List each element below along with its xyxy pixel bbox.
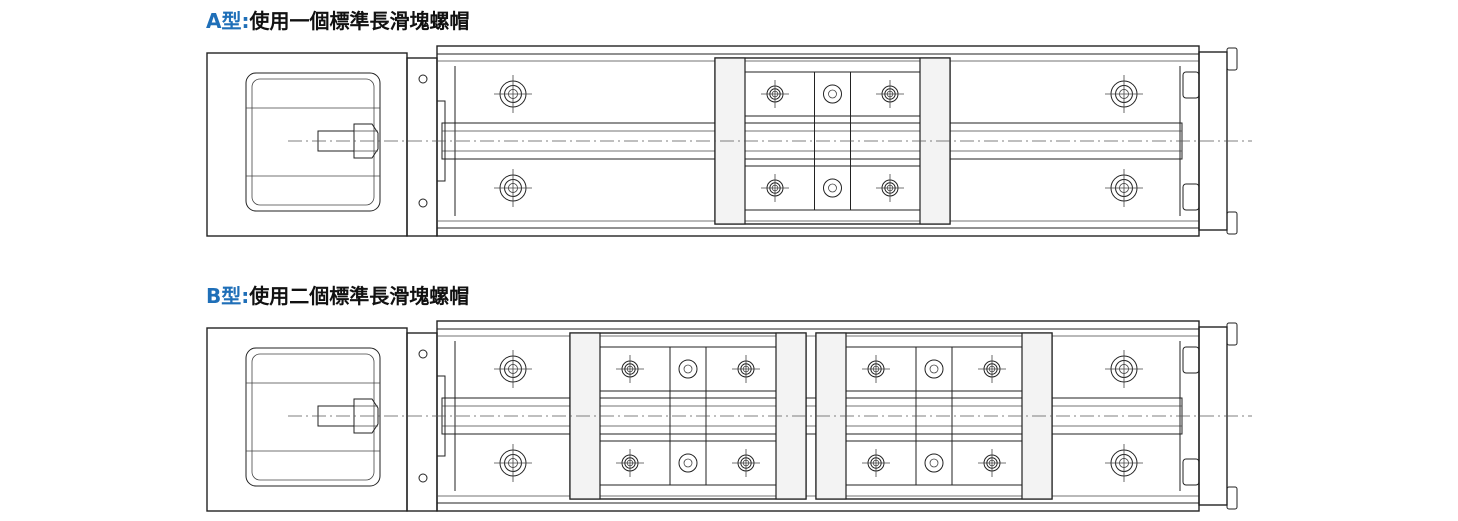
end-plate: [406, 57, 438, 237]
base-hole-left-top: [494, 350, 532, 388]
carriage-tapped-hole-4: [876, 174, 904, 202]
carriage-tapped-hole-1: [616, 355, 644, 383]
coupling-nut: [353, 398, 379, 434]
end-stop-bottom: [1182, 458, 1200, 486]
end-stop-bottom: [1182, 183, 1200, 211]
base-hole-right-top: [1105, 75, 1143, 113]
carriage-tapped-hole-1: [862, 355, 890, 383]
end-cap-tab-top: [1226, 47, 1238, 71]
base-hole-left-top: [494, 75, 532, 113]
diagram-b-title: B型:使用二個標準長滑塊螺帽: [206, 284, 469, 308]
diagram-a-title: A型:使用一個標準長滑塊螺帽: [206, 9, 469, 33]
base-hole-left-bottom: [494, 444, 532, 482]
carriage-tapped-hole-2: [876, 80, 904, 108]
end-plate: [406, 332, 438, 512]
actuator-drawing-b: [206, 320, 1252, 512]
carriage-tapped-hole-3: [761, 174, 789, 202]
carriage-tapped-hole-2: [732, 355, 760, 383]
carriage-center-hole-bottom: [678, 453, 698, 473]
carriage-tapped-hole-3: [616, 449, 644, 477]
end-plate-screw-top: [418, 74, 428, 84]
diagram-a-separator: :: [241, 9, 250, 33]
end-cap-tab-bottom: [1226, 211, 1238, 235]
motor-flange: [245, 347, 381, 487]
carriage-center-hole-top: [678, 359, 698, 379]
base-hole-right-bottom: [1105, 444, 1143, 482]
carriage-tapped-hole-4: [732, 449, 760, 477]
actuator-drawing-a: [206, 45, 1252, 237]
end-stop-top: [1182, 346, 1200, 374]
carriage-tapped-hole-1: [761, 80, 789, 108]
carriage-tapped-hole-2: [978, 355, 1006, 383]
diagram-b-separator: :: [241, 284, 250, 308]
base-hole-left-bottom: [494, 169, 532, 207]
motor-flange-inner: [251, 353, 375, 481]
diagram-b-type-label: B型: [206, 284, 242, 308]
motor-flange: [245, 72, 381, 212]
diagram-a-description: 使用一個標準長滑塊螺帽: [249, 9, 470, 33]
carriage-tapped-hole-4: [978, 449, 1006, 477]
carriage-center-hole-bottom: [924, 453, 944, 473]
end-plate-screw-bottom: [418, 473, 428, 483]
diagram-b-description: 使用二個標準長滑塊螺帽: [249, 284, 470, 308]
end-cap-tab-bottom: [1226, 486, 1238, 510]
carriage-center-hole-bottom: [823, 178, 842, 198]
base-hole-right-top: [1105, 350, 1143, 388]
carriage-tapped-hole-3: [862, 449, 890, 477]
end-plate-screw-top: [418, 349, 428, 359]
base-hole-right-bottom: [1105, 169, 1143, 207]
carriage-center-hole-top: [823, 84, 842, 104]
motor-flange-inner: [251, 78, 375, 206]
end-stop-top: [1182, 71, 1200, 99]
carriage-center-hole-top: [924, 359, 944, 379]
coupling-nut: [353, 123, 379, 159]
end-cap-tab-top: [1226, 322, 1238, 346]
end-plate-screw-bottom: [418, 198, 428, 208]
diagram-a-type-label: A型: [206, 9, 242, 33]
